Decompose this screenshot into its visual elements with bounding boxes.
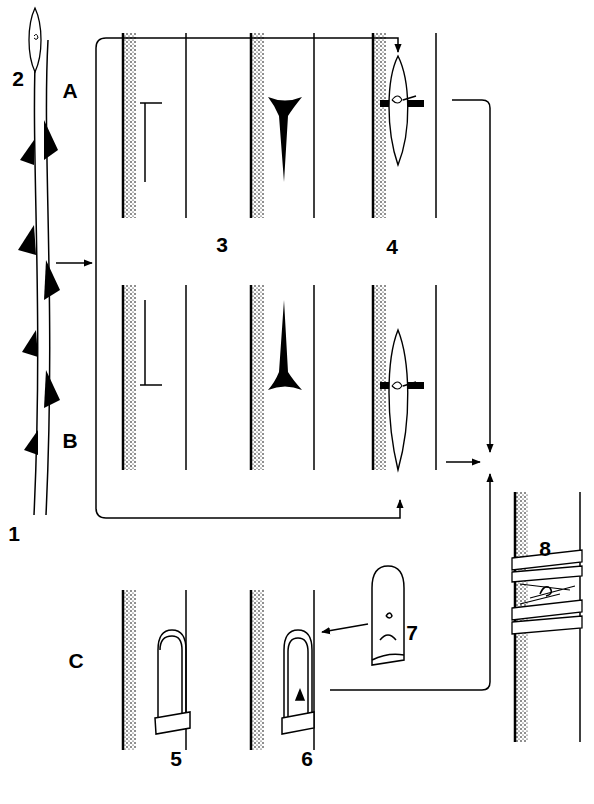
inserted-shield bbox=[403, 382, 416, 386]
flow-arrow bbox=[96, 263, 400, 518]
bud-stick bbox=[24, 430, 38, 455]
patch-bud bbox=[372, 654, 404, 660]
opened-inverted-t-cut bbox=[268, 300, 302, 390]
flow-arrow bbox=[96, 38, 398, 263]
stem-section bbox=[250, 33, 314, 218]
shield-flap-cut bbox=[155, 712, 190, 734]
callout-label: 6 bbox=[301, 748, 313, 769]
tied-bud bbox=[512, 566, 582, 582]
patch-bud bbox=[372, 566, 404, 665]
inserted-shield bbox=[389, 56, 408, 165]
tied-bud bbox=[512, 616, 582, 634]
inserted-shield bbox=[380, 56, 424, 165]
callout-label: 1 bbox=[8, 523, 20, 544]
shield-flap-cut bbox=[160, 636, 182, 720]
bud-stick bbox=[44, 370, 60, 408]
inserted-shield bbox=[392, 96, 402, 103]
flow-arrow bbox=[446, 461, 480, 463]
callout-label: 3 bbox=[216, 234, 228, 255]
flow-arrow bbox=[452, 100, 490, 452]
bud-stick bbox=[18, 225, 36, 255]
callout-label: 8 bbox=[539, 538, 551, 559]
bud-stick bbox=[44, 120, 58, 160]
patch-bud bbox=[386, 613, 392, 618]
inserted-shield bbox=[392, 382, 402, 389]
opened-t-cut bbox=[268, 97, 302, 182]
tied-bud bbox=[512, 492, 582, 742]
inverted-t-cut bbox=[140, 300, 162, 385]
stem-section bbox=[122, 285, 186, 470]
inserted-shield bbox=[380, 330, 424, 470]
stem-section bbox=[372, 285, 436, 470]
shield-flap-cut bbox=[155, 630, 190, 734]
flow-arrow bbox=[322, 624, 368, 632]
stem-section bbox=[372, 33, 436, 218]
inserted-patch bbox=[296, 690, 304, 700]
inverted-t-cut bbox=[144, 300, 146, 385]
flow-arrow bbox=[330, 474, 490, 690]
inverted-t-cut bbox=[140, 384, 162, 386]
t-cut bbox=[140, 103, 162, 182]
bud-shield bbox=[29, 8, 41, 72]
shield-flap-cut bbox=[158, 630, 186, 725]
inserted-patch bbox=[282, 712, 314, 734]
bud-stick bbox=[44, 260, 60, 300]
callout-label: B bbox=[62, 430, 77, 451]
opened-t-cut bbox=[268, 97, 302, 182]
callout-label: 5 bbox=[170, 748, 182, 769]
inserted-patch bbox=[284, 630, 312, 725]
stem-section bbox=[122, 33, 186, 218]
callout-label: C bbox=[68, 650, 83, 671]
stem-section bbox=[122, 33, 436, 218]
callout-label: 2 bbox=[12, 68, 24, 89]
inserted-patch bbox=[282, 630, 314, 734]
flow-arrow bbox=[322, 624, 368, 632]
stem-section bbox=[122, 590, 314, 750]
stem-section bbox=[250, 590, 314, 750]
stem-section bbox=[122, 285, 436, 470]
opened-inverted-t-cut bbox=[268, 300, 302, 390]
inserted-shield bbox=[389, 330, 408, 470]
flow-arrow bbox=[56, 38, 400, 518]
tied-bud bbox=[540, 587, 551, 596]
flow-arrow bbox=[56, 262, 92, 264]
patch-bud bbox=[380, 635, 396, 640]
bud-stick bbox=[18, 40, 60, 515]
flow-arrow bbox=[330, 100, 490, 690]
bud-stick bbox=[22, 330, 38, 357]
callout-label: 4 bbox=[386, 236, 398, 257]
callout-label: 7 bbox=[406, 622, 418, 643]
tied-bud bbox=[520, 584, 575, 604]
tied-bud bbox=[512, 550, 582, 634]
callout-label: A bbox=[62, 80, 77, 101]
t-cut bbox=[140, 102, 162, 104]
inserted-shield bbox=[403, 96, 416, 100]
inserted-patch bbox=[288, 638, 308, 722]
stem-section bbox=[250, 285, 314, 470]
t-cut bbox=[144, 103, 146, 182]
bud-shield bbox=[34, 34, 38, 39]
bud-stick bbox=[20, 140, 34, 165]
patch-bud bbox=[372, 566, 404, 665]
bud-shield bbox=[29, 8, 41, 72]
